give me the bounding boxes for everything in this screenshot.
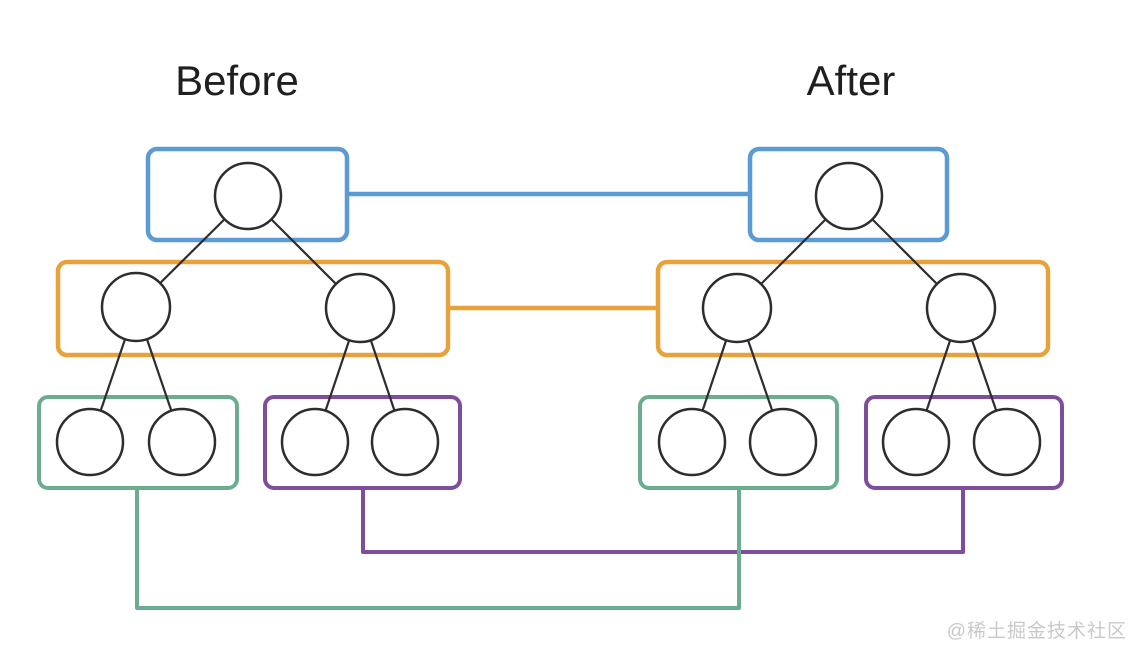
tree-node	[213, 161, 283, 231]
level3-right-layer	[263, 395, 1064, 554]
tree-node	[55, 407, 125, 477]
tree-node	[370, 407, 440, 477]
tree-node	[972, 407, 1042, 477]
level3-left-layer	[37, 395, 839, 610]
right-leaves-boxes-link	[361, 488, 965, 554]
tree-node	[147, 407, 217, 477]
level2-layer	[55, 259, 1051, 358]
tree-node	[881, 407, 951, 477]
tree-node	[324, 272, 396, 344]
watermark: @稀土掘金技术社区	[947, 620, 1127, 642]
tree-node	[701, 272, 773, 344]
tree-node	[280, 407, 350, 477]
tree-node	[925, 272, 997, 344]
level1-layer	[145, 146, 950, 243]
tree-node	[100, 271, 172, 343]
tree-node	[814, 161, 884, 231]
after-title: After	[807, 57, 896, 104]
left-leaves-boxes-link	[135, 488, 741, 610]
tree-nodes-layer	[55, 161, 1042, 477]
tree-edges-layer	[88, 195, 1009, 443]
before-title: Before	[175, 57, 299, 104]
tree-node	[748, 407, 818, 477]
tree-node	[657, 407, 727, 477]
